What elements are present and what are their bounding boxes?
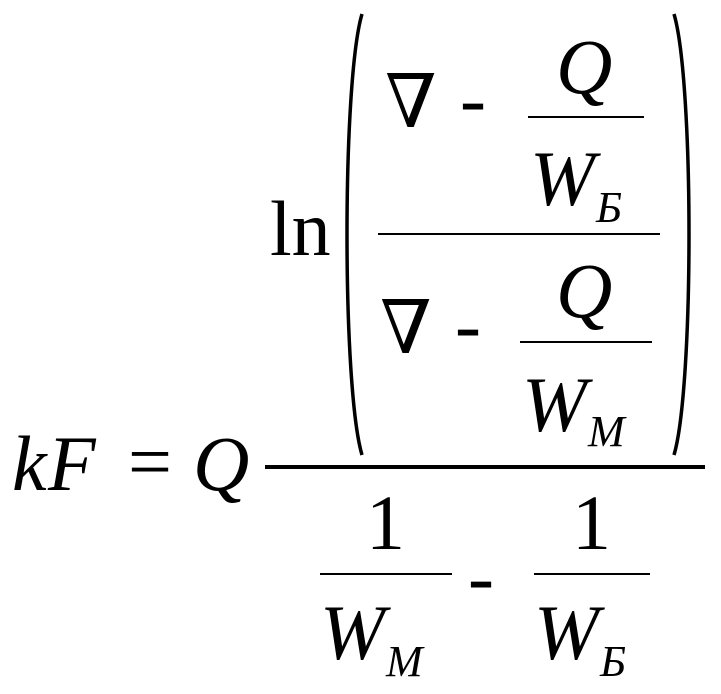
left-parenthesis (345, 13, 364, 456)
denominator-right-W: W (534, 589, 599, 676)
inner-fraction-bar (378, 233, 660, 235)
denominator-right-subscript: Б (600, 637, 626, 686)
denominator-minus: - (468, 533, 494, 620)
denominator-left-W: W (320, 589, 385, 676)
upper-W: W (530, 135, 595, 222)
upper-subscript: Б (596, 183, 622, 232)
equals-sign: = (128, 418, 172, 505)
denominator-left-fraction-bar (320, 573, 452, 575)
nabla-upper: ∇ (385, 62, 437, 144)
upper-Q: Q (556, 23, 613, 110)
lower-W: W (522, 361, 587, 448)
main-fraction-bar (265, 465, 705, 469)
ln-operator: ln (270, 185, 331, 272)
minus-upper: - (460, 55, 486, 142)
lower-subscript: M (588, 407, 625, 456)
denominator-left-numerator: 1 (366, 479, 405, 566)
upper-inner-fraction-bar (528, 116, 644, 118)
denominator-left-subscript: M (386, 637, 423, 686)
lower-Q: Q (556, 247, 613, 334)
right-parenthesis (672, 13, 691, 456)
lhs-k: k (12, 420, 47, 507)
lhs-Q: Q (193, 420, 250, 507)
lhs-F: F (48, 420, 96, 507)
minus-lower: - (455, 281, 481, 368)
nabla-lower: ∇ (380, 288, 432, 370)
lower-inner-fraction-bar (520, 341, 652, 343)
denominator-right-fraction-bar (534, 573, 650, 575)
denominator-right-numerator: 1 (572, 479, 611, 566)
